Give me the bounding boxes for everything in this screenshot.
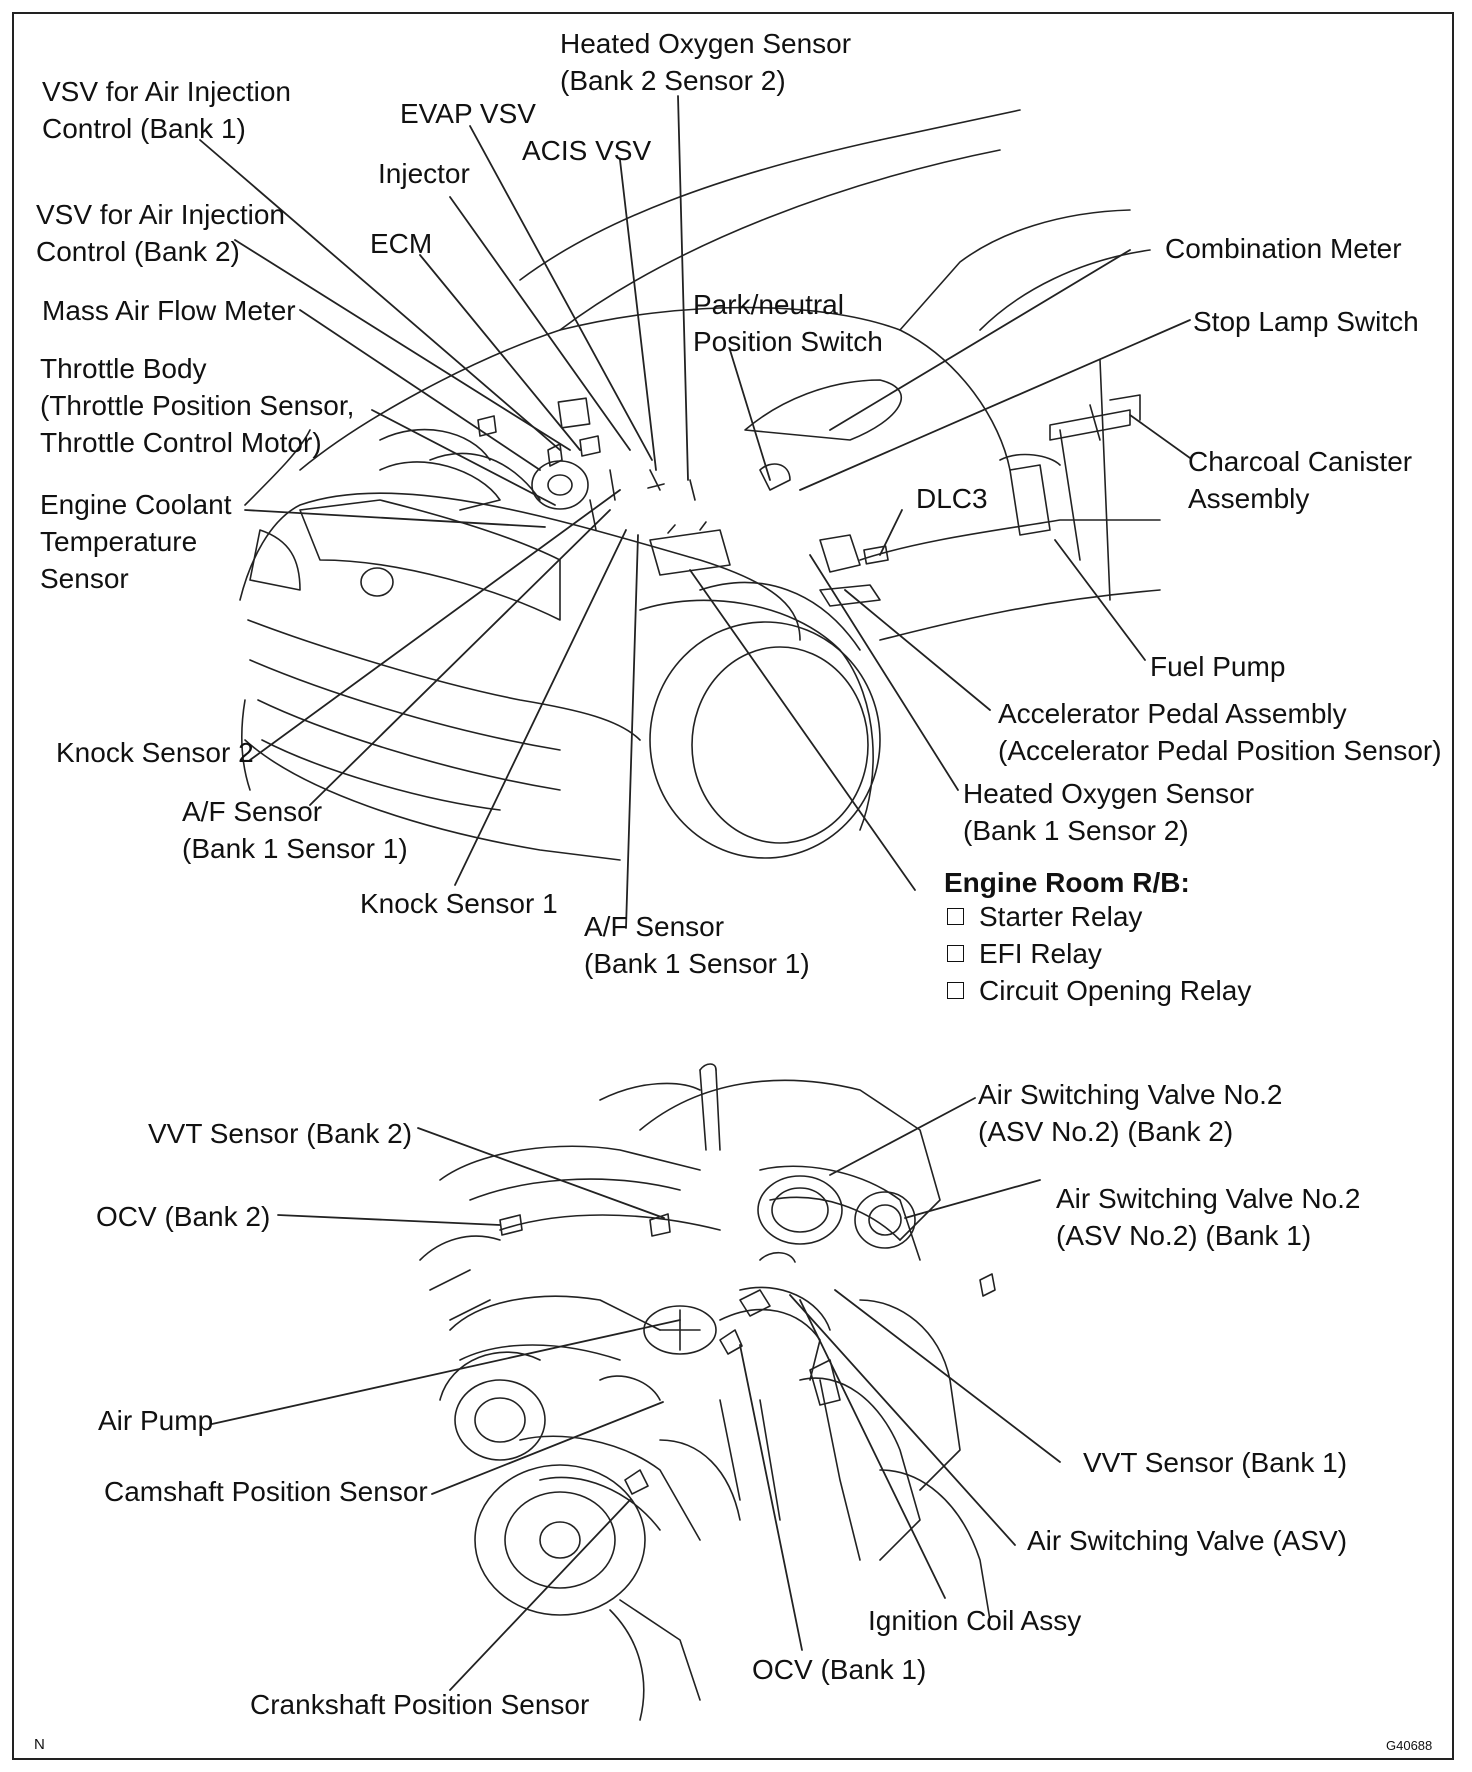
relay-item: Circuit Opening Relay [947, 972, 1251, 1009]
label-evap-vsv: EVAP VSV [400, 98, 536, 129]
label-ocv-bank2: OCV (Bank 2) [96, 1201, 271, 1232]
label-air-switching-valve: Air Switching Valve (ASV) [1027, 1525, 1348, 1556]
checkbox-icon [947, 945, 964, 962]
label-mass-air-flow-meter: Mass Air Flow Meter [42, 295, 296, 326]
label-engine-coolant-temp: Engine Coolant Temperature Sensor [40, 489, 232, 594]
label-af-sensor-left: A/F Sensor (Bank 1 Sensor 1) [182, 796, 408, 864]
label-throttle-body: Throttle Body (Throttle Position Sensor,… [40, 353, 355, 458]
label-knock-sensor-1: Knock Sensor 1 [360, 888, 558, 919]
relay-item: EFI Relay [947, 935, 1102, 972]
checkbox-icon [947, 982, 964, 999]
label-injector: Injector [378, 158, 470, 189]
label-heated-oxygen-b2s2: Heated Oxygen Sensor (Bank 2 Sensor 2) [560, 28, 852, 96]
label-camshaft-position-sensor: Camshaft Position Sensor [104, 1476, 428, 1507]
label-asv2-bank1: Air Switching Valve No.2 (ASV No.2) (Ban… [1056, 1183, 1361, 1251]
label-ecm: ECM [370, 228, 433, 259]
label-ocv-bank1: OCV (Bank 1) [752, 1654, 927, 1685]
label-charcoal-canister: Charcoal Canister Assembly [1188, 446, 1413, 514]
label-stop-lamp-switch: Stop Lamp Switch [1193, 306, 1419, 337]
label-vvt-sensor-bank2: VVT Sensor (Bank 2) [148, 1118, 413, 1149]
label-park-neutral-switch: Park/neutral Position Switch [693, 289, 883, 357]
label-ignition-coil-assy: Ignition Coil Assy [868, 1605, 1082, 1636]
corner-mark-left: N [34, 1736, 45, 1753]
relay-box-title: Engine Room R/B: [944, 867, 1190, 898]
label-asv2-bank2: Air Switching Valve No.2 (ASV No.2) (Ban… [978, 1079, 1283, 1147]
leader-lines [199, 95, 1191, 1691]
label-vsv-air-injection-bank1: VSV for Air Injection Control (Bank 1) [42, 76, 292, 144]
label-combination-meter: Combination Meter [1165, 233, 1402, 264]
label-fuel-pump: Fuel Pump [1150, 651, 1286, 682]
label-vsv-air-injection-bank2: VSV for Air Injection Control (Bank 2) [36, 199, 286, 267]
engine-outline [419, 1063, 996, 1721]
label-acis-vsv: ACIS VSV [522, 135, 652, 166]
diagram-frame [12, 12, 1454, 1760]
label-accelerator-pedal: Accelerator Pedal Assembly (Accelerator … [998, 698, 1442, 766]
label-dlc3: DLC3 [916, 483, 988, 514]
car-outline [239, 109, 1161, 861]
label-crankshaft-position-sensor: Crankshaft Position Sensor [250, 1689, 590, 1720]
checkbox-icon [947, 908, 964, 925]
label-heated-oxygen-b1s2: Heated Oxygen Sensor (Bank 1 Sensor 2) [963, 778, 1255, 846]
label-knock-sensor-2: Knock Sensor 2 [56, 737, 254, 768]
label-vvt-sensor-bank1: VVT Sensor (Bank 1) [1083, 1447, 1348, 1478]
label-af-sensor-bottom: A/F Sensor (Bank 1 Sensor 1) [584, 911, 810, 979]
figure-code: G40688 [1386, 1738, 1433, 1753]
relay-item: Starter Relay [947, 898, 1142, 935]
label-air-pump: Air Pump [98, 1405, 214, 1436]
